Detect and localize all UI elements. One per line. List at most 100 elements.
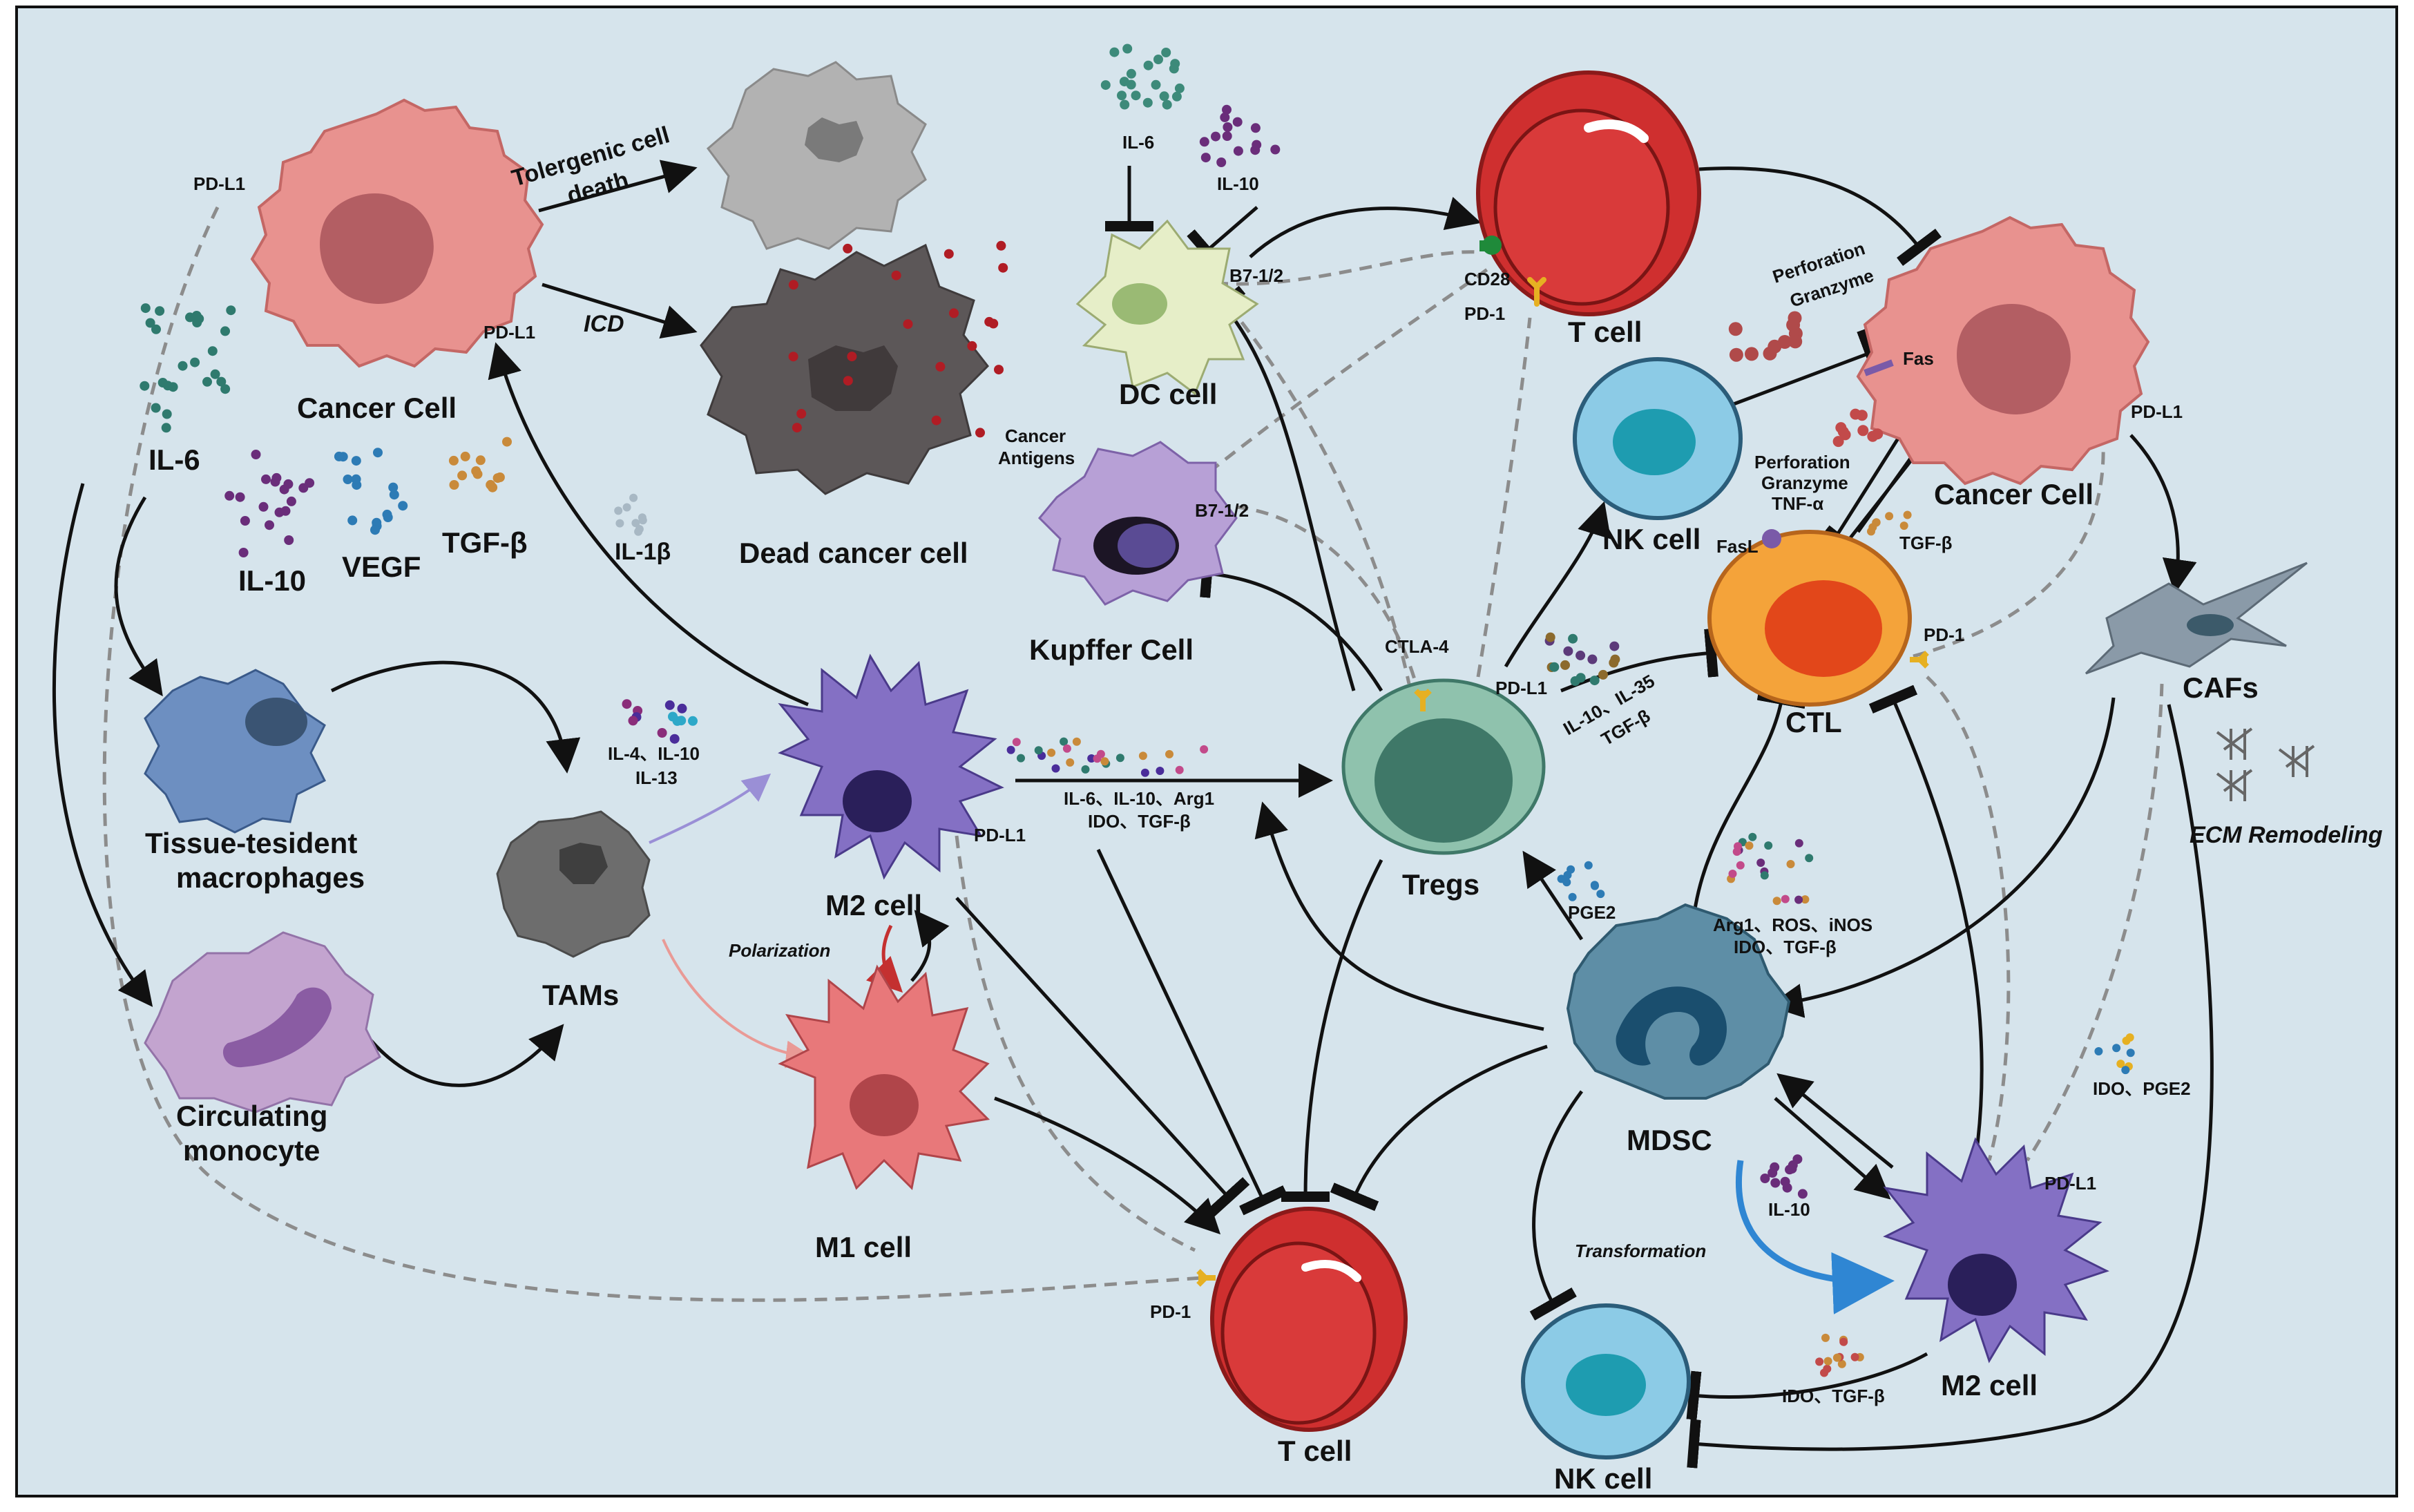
arrow-tregs-inhibits-ctl (1560, 628, 1718, 693)
label-il1b: IL-1β (615, 539, 671, 565)
fas-receptor-icon (1864, 359, 1894, 376)
label-tgfb-left: TGF-β (442, 526, 528, 559)
arrow-monocyte-to-tams (350, 1014, 564, 1087)
arrow-tams-to-m1 (662, 939, 814, 1069)
arrow-tregs-inhibits-kupffer (1200, 548, 1383, 692)
il4-dots (622, 699, 698, 744)
label-m2-factors-2: IDO、TGF-β (1088, 811, 1191, 832)
cytokine-dots (140, 44, 2135, 1377)
ido-pge2-dots (2094, 1033, 2135, 1075)
arrow-cancer-to-il6 (114, 496, 163, 697)
label-ctl-factors-1: Perforation (1754, 452, 1850, 472)
link-ctl-to-cancer-pdl1 (1913, 441, 2105, 658)
labels: Cancer Cell Dead cancer cell DC cell T c… (145, 122, 2383, 1495)
label-il6-left: IL-6 (149, 443, 200, 476)
nk-cell-top (1573, 357, 1743, 520)
label-cd28: CD28 (1464, 269, 1510, 289)
tgfb-dots-left (448, 437, 512, 492)
t-cell-top (1476, 70, 1701, 316)
arrow-cafs-inhibits-nk (1687, 704, 2214, 1468)
link-cafs-to-m2 (2025, 683, 2164, 1162)
label-tregs: Tregs (1402, 868, 1479, 901)
label-t-cell-top: T cell (1568, 316, 1642, 348)
label-pd-l1-cancer-top: PD-L1 (193, 173, 245, 194)
arrow-mdsc-to-m2-right (1774, 1097, 1891, 1200)
arrow-il10-inhibits-dc (1187, 206, 1258, 273)
cancer-cell-right (1856, 216, 2150, 486)
arrow-tregs-inhibits-dc (1201, 285, 1356, 691)
solid-links (52, 160, 2214, 1468)
arrow-tgfb-inhibits-ctl (1823, 448, 1922, 564)
arrow-il6-to-monocyte (52, 483, 153, 1007)
label-polarization: Polarization (729, 940, 830, 961)
label-cancer-antigens-1: Cancer (1005, 425, 1066, 446)
arrow-m2-right-to-mdsc (1776, 1073, 1894, 1169)
pd1-tcell-bottom-receptor-icon (1196, 1269, 1216, 1287)
label-ctl: CTL (1785, 706, 1842, 738)
mdsc-factor-dots (1727, 832, 1814, 906)
tregs-factor-dots (1544, 632, 1620, 686)
label-b7-kupffer: B7-1/2 (1195, 500, 1249, 521)
dc-cell (1075, 219, 1259, 396)
label-cancer-antigens-2: Antigens (998, 448, 1075, 468)
label-pd-1-tcell-bottom: PD-1 (1150, 1301, 1191, 1322)
label-m2-cell-left: M2 cell (825, 889, 922, 921)
link-kupffer-to-tcell (1159, 264, 1493, 513)
label-m2-factors-1: IL-6、IL-10、Arg1 (1064, 788, 1214, 809)
link-dc-to-tcell-top (1215, 250, 1479, 286)
arrow-m2-right-inhibits-ctl (1868, 685, 1984, 1161)
tgfb-dots-ctl (1867, 510, 1912, 536)
ecm-fibers-icon (2216, 727, 2315, 801)
arrow-m2-inhibits-tcell (955, 897, 1250, 1218)
label-il4-il10-2: IL-13 (635, 767, 678, 788)
pd1-ctl-receptor-icon (1910, 651, 1929, 669)
label-monocyte-1: Circulating (176, 1100, 327, 1132)
label-ctla4: CTLA-4 (1385, 636, 1449, 657)
label-tams: TAMs (542, 979, 619, 1011)
label-tissue-resident-1: Tissue-tesident (145, 827, 357, 859)
label-ctl-factors-3: TNF-α (1772, 493, 1823, 514)
dashed-links (102, 206, 2164, 1302)
ctl-cell (1707, 530, 1912, 707)
arrow-icd (542, 283, 698, 339)
tams-cell (496, 810, 651, 958)
link-b7-to-tregs (1214, 289, 1411, 685)
arrow-mdsc-to-tregs (1522, 850, 1584, 941)
arrow-tcell-inhibits-cancer (1698, 166, 1942, 267)
vegf-dots (334, 448, 408, 535)
label-pd-1-ctl: PD-1 (1924, 624, 1964, 645)
tissue-resident-macrophage (144, 669, 327, 834)
label-ecm-remodeling: ECM Remodeling (2190, 822, 2383, 848)
cafs-cell (2085, 562, 2308, 675)
label-t-cell-bottom: T cell (1278, 1435, 1352, 1467)
label-b7-dc: B7-1/2 (1229, 265, 1283, 286)
circulating-monocyte (144, 931, 381, 1113)
arrow-tolerogenic-death (538, 160, 698, 213)
label-nk-cell-bottom: NK cell (1554, 1462, 1652, 1495)
il10-dots-left (224, 450, 315, 557)
granzyme-dots (1728, 311, 1803, 362)
arrow-tregs-inhibits-tcell-bottom (1281, 859, 1383, 1203)
arrow-m2-to-cancer (488, 342, 809, 707)
il6-dots-left (140, 303, 236, 433)
kupffer-cell (1037, 441, 1238, 606)
label-transformation: Transformation (1575, 1241, 1706, 1261)
label-dead-cancer-cell: Dead cancer cell (739, 537, 968, 569)
label-pd-l1-tregs: PD-L1 (1495, 678, 1547, 698)
arrow-transformation (1736, 1160, 1895, 1314)
cancer-cell-left (250, 98, 544, 368)
arrow-tams-to-m2 (649, 773, 772, 844)
label-vegf: VEGF (342, 551, 421, 583)
label-mdsc-factors-1: Arg1、ROS、iNOS (1713, 915, 1872, 935)
label-icd: ICD (584, 311, 624, 337)
link-pdl1-cancer-to-tcell-bottom (102, 206, 1203, 1302)
arrow-dc-to-tcell (1249, 196, 1482, 258)
arrow-m1-to-tcell (994, 1096, 1221, 1235)
label-ido-pge2: IDO、PGE2 (2093, 1078, 2191, 1099)
label-kupffer-cell: Kupffer Cell (1029, 633, 1194, 666)
dead-cell-tolerogenic (706, 61, 927, 250)
arrow-m1-to-m2 (910, 910, 950, 982)
label-mdsc-factors-2: IDO、TGF-β (1734, 937, 1837, 957)
label-cafs: CAFs (2183, 671, 2259, 704)
